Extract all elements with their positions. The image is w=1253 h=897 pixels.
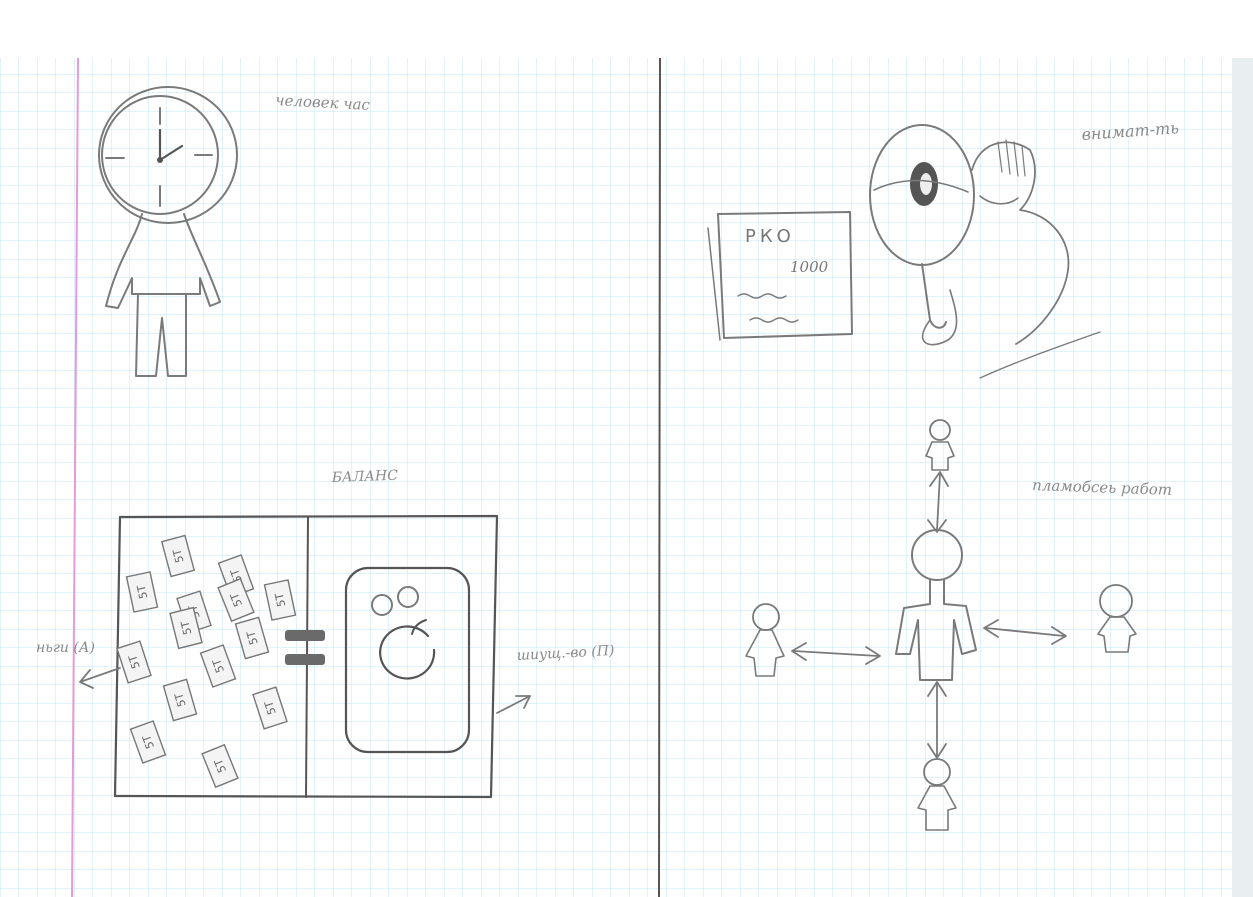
pko-title: РКО — [745, 226, 795, 247]
notebook-fold — [659, 58, 660, 897]
balance-title: БАЛАНС — [331, 468, 399, 486]
top-blank-strip — [0, 0, 1253, 60]
right-edge-shadow — [1232, 58, 1253, 897]
pko-amount: 1000 — [790, 258, 829, 276]
left-side-label: ньги (А) — [36, 640, 95, 656]
right-page-grid — [660, 58, 1235, 897]
left-page-grid — [0, 58, 660, 897]
